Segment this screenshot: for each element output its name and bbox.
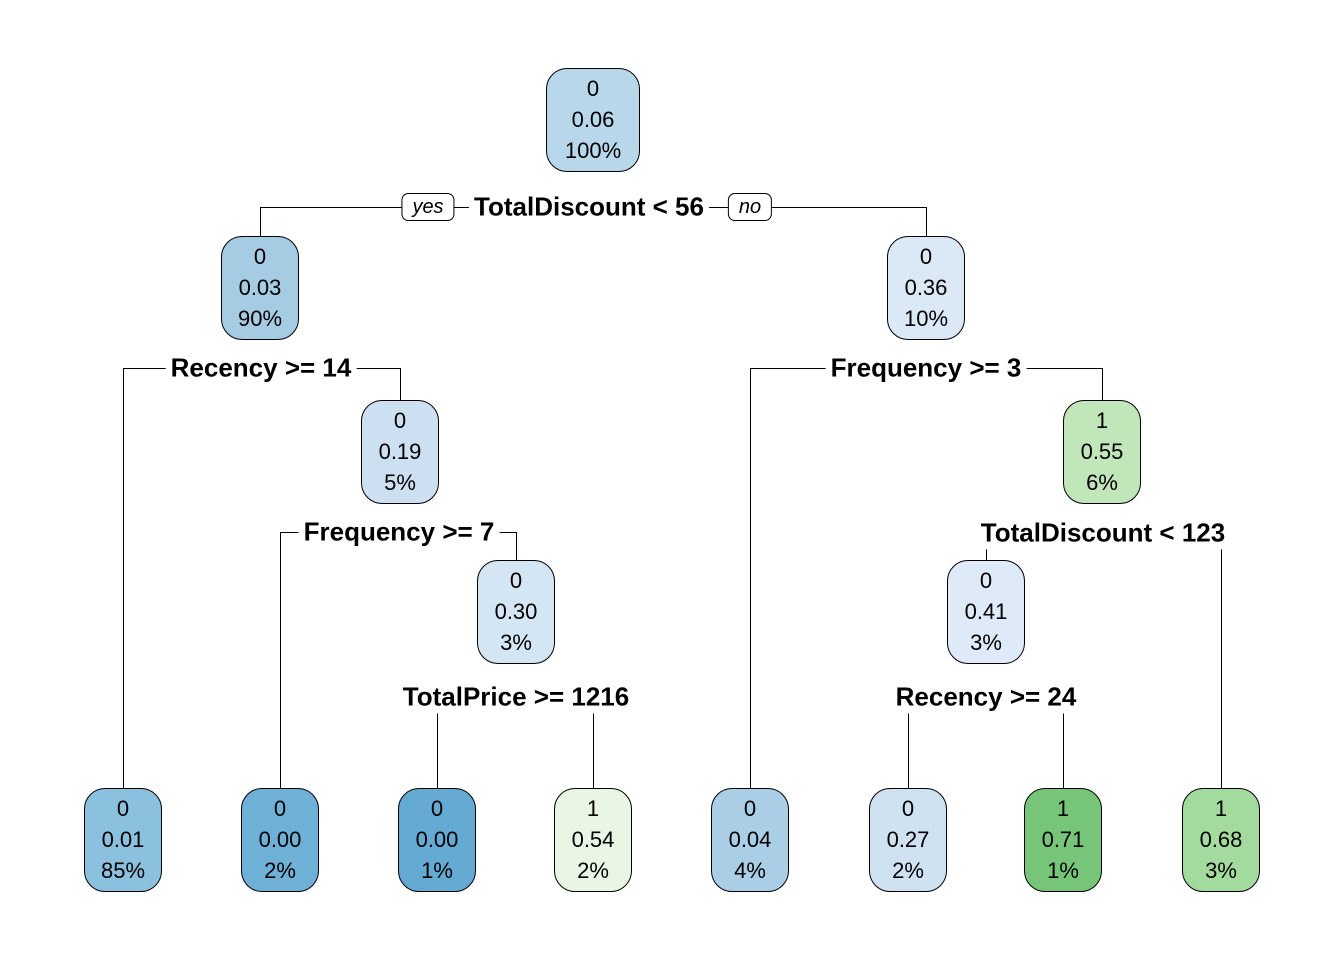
node-prob: 0.27 bbox=[886, 827, 930, 852]
branch-line bbox=[1102, 368, 1103, 400]
node-coverage: 2% bbox=[892, 858, 924, 883]
node-prob: 0.55 bbox=[1080, 439, 1124, 464]
node-coverage: 100% bbox=[564, 138, 622, 163]
branch-line bbox=[926, 207, 927, 236]
node-prob: 0.04 bbox=[728, 827, 772, 852]
tree-leaf: 1 0.68 3% bbox=[1182, 788, 1260, 892]
node-prob: 0.00 bbox=[415, 827, 459, 852]
split-label-totalprice-1216: TotalPrice >= 1216 bbox=[397, 680, 635, 714]
split-label-recency-14: Recency >= 14 bbox=[165, 351, 357, 385]
node-class: 1 bbox=[1214, 796, 1228, 821]
node-class: 1 bbox=[1056, 796, 1070, 821]
tree-node: 0 0.03 90% bbox=[221, 236, 299, 340]
edge-label-yes: yes bbox=[401, 193, 455, 221]
branch-line bbox=[593, 697, 594, 788]
node-class: 0 bbox=[901, 796, 915, 821]
node-class: 0 bbox=[919, 244, 933, 269]
split-label-recency-24: Recency >= 24 bbox=[890, 680, 1082, 714]
node-class: 0 bbox=[586, 76, 600, 101]
branch-line bbox=[1221, 532, 1222, 788]
tree-leaf: 1 0.71 1% bbox=[1024, 788, 1102, 892]
node-coverage: 1% bbox=[421, 858, 453, 883]
node-class: 0 bbox=[273, 796, 287, 821]
node-class: 0 bbox=[116, 796, 130, 821]
node-prob: 0.54 bbox=[571, 827, 615, 852]
branch-line bbox=[123, 368, 124, 788]
node-coverage: 3% bbox=[1205, 858, 1237, 883]
tree-leaf: 0 0.04 4% bbox=[711, 788, 789, 892]
node-prob: 0.41 bbox=[964, 599, 1008, 624]
branch-line bbox=[280, 532, 281, 788]
split-label-totaldiscount-56: TotalDiscount < 56 bbox=[469, 190, 709, 224]
node-coverage: 1% bbox=[1047, 858, 1079, 883]
node-prob: 0.68 bbox=[1199, 827, 1243, 852]
node-coverage: 90% bbox=[237, 306, 283, 331]
tree-node: 1 0.55 6% bbox=[1063, 400, 1141, 504]
node-class: 0 bbox=[253, 244, 267, 269]
node-coverage: 2% bbox=[577, 858, 609, 883]
node-coverage: 5% bbox=[384, 470, 416, 495]
node-coverage: 6% bbox=[1086, 470, 1118, 495]
split-label-totaldiscount-123: TotalDiscount < 123 bbox=[975, 516, 1231, 550]
split-label-frequency-3: Frequency >= 3 bbox=[825, 351, 1027, 385]
tree-leaf: 0 0.01 85% bbox=[84, 788, 162, 892]
node-prob: 0.71 bbox=[1041, 827, 1085, 852]
tree-node: 0 0.36 10% bbox=[887, 236, 965, 340]
node-prob: 0.06 bbox=[571, 107, 615, 132]
tree-node: 0 0.41 3% bbox=[947, 560, 1025, 664]
node-class: 0 bbox=[743, 796, 757, 821]
tree-node: 0 0.30 3% bbox=[477, 560, 555, 664]
branch-line bbox=[437, 697, 438, 788]
tree-leaf: 1 0.54 2% bbox=[554, 788, 632, 892]
tree-node: 0 0.19 5% bbox=[361, 400, 439, 504]
branch-line bbox=[260, 207, 261, 236]
node-prob: 0.00 bbox=[258, 827, 302, 852]
tree-leaf: 0 0.27 2% bbox=[869, 788, 947, 892]
tree-leaf: 0 0.00 2% bbox=[241, 788, 319, 892]
node-class: 1 bbox=[1095, 408, 1109, 433]
node-prob: 0.30 bbox=[494, 599, 538, 624]
branch-line bbox=[750, 368, 751, 788]
node-class: 1 bbox=[586, 796, 600, 821]
branch-line bbox=[1063, 697, 1064, 788]
tree-node-root: 0 0.06 100% bbox=[546, 68, 640, 172]
tree-leaf: 0 0.00 1% bbox=[398, 788, 476, 892]
node-coverage: 3% bbox=[970, 630, 1002, 655]
edge-label-no: no bbox=[727, 193, 773, 221]
node-class: 0 bbox=[979, 568, 993, 593]
node-coverage: 2% bbox=[264, 858, 296, 883]
node-coverage: 10% bbox=[903, 306, 949, 331]
node-coverage: 3% bbox=[500, 630, 532, 655]
node-class: 0 bbox=[509, 568, 523, 593]
node-prob: 0.01 bbox=[101, 827, 145, 852]
node-prob: 0.19 bbox=[378, 439, 422, 464]
node-prob: 0.36 bbox=[904, 275, 948, 300]
branch-line bbox=[400, 368, 401, 400]
node-class: 0 bbox=[430, 796, 444, 821]
node-coverage: 85% bbox=[100, 858, 146, 883]
node-prob: 0.03 bbox=[238, 275, 282, 300]
branch-line bbox=[516, 532, 517, 560]
node-class: 0 bbox=[393, 408, 407, 433]
branch-line bbox=[908, 697, 909, 788]
node-coverage: 4% bbox=[734, 858, 766, 883]
split-label-frequency-7: Frequency >= 7 bbox=[298, 515, 500, 549]
